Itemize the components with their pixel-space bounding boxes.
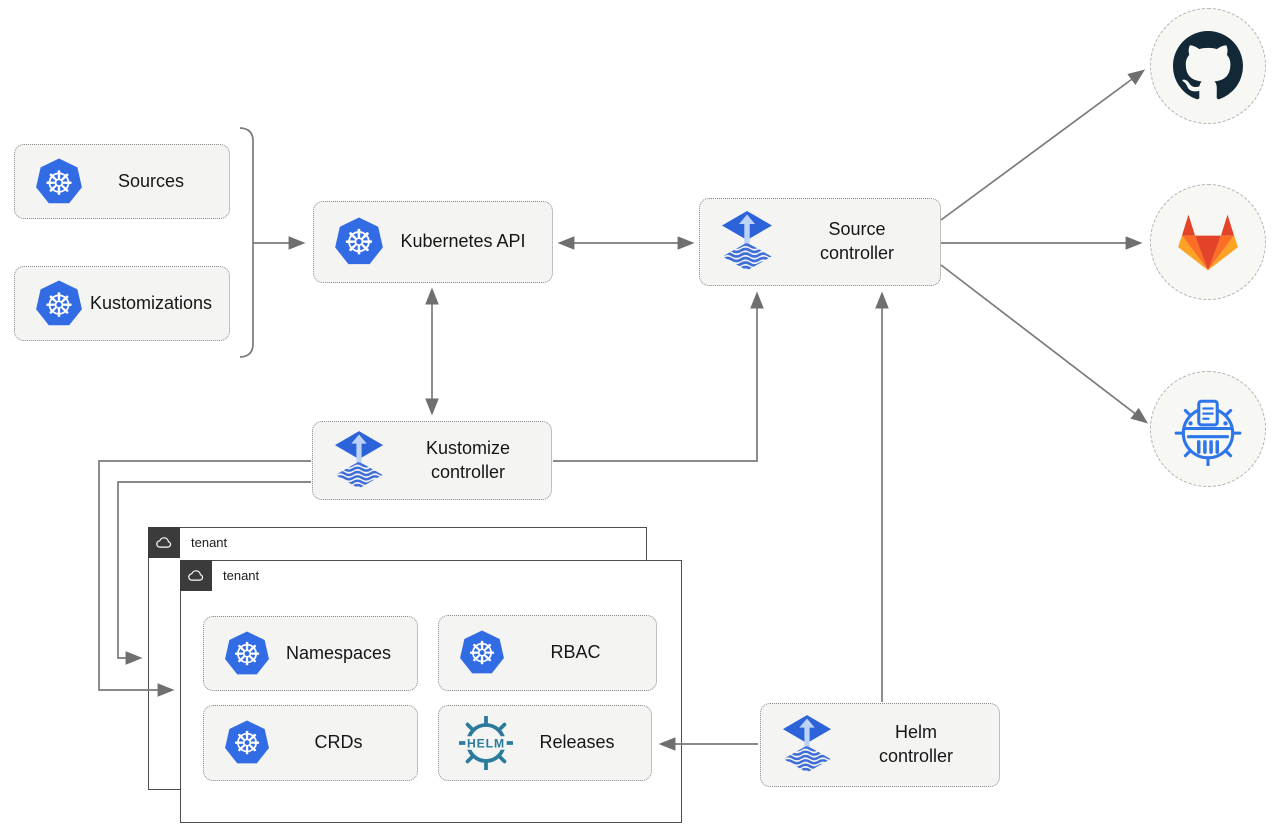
node-kustomizations: Kustomizations bbox=[14, 266, 230, 341]
node-label: Source controller bbox=[819, 219, 895, 263]
node-rbac: RBAC bbox=[438, 615, 657, 691]
node-releases: Releases bbox=[438, 705, 652, 781]
node-label: Sources bbox=[117, 170, 185, 191]
kubernetes-icon bbox=[224, 720, 270, 766]
node-label: Helm controller bbox=[878, 722, 954, 766]
tenant-group-inner: tenant bbox=[180, 560, 682, 823]
tenant-tab bbox=[180, 560, 212, 591]
endpoint-harbor bbox=[1150, 371, 1266, 487]
tenant-tab bbox=[148, 527, 180, 558]
flux-icon bbox=[781, 715, 833, 775]
arrow-source-to-harbor bbox=[940, 264, 1149, 424]
node-label: Kubernetes API bbox=[400, 231, 526, 252]
bracket-sources-group bbox=[239, 127, 254, 358]
node-kubernetes-api: Kubernetes API bbox=[313, 201, 553, 283]
cloud-icon bbox=[155, 536, 174, 549]
node-label: Namespaces bbox=[285, 642, 392, 663]
helm-icon bbox=[459, 716, 513, 770]
node-namespaces: Namespaces bbox=[203, 616, 418, 691]
github-logo-icon bbox=[1173, 31, 1243, 101]
kubernetes-icon bbox=[35, 158, 83, 206]
node-helm-controller: Helm controller bbox=[760, 703, 1000, 787]
arrow-source-to-github bbox=[940, 69, 1146, 221]
tenant-group-label: tenant bbox=[223, 568, 260, 583]
arrow-kustomize-to-source-controller bbox=[553, 291, 764, 462]
kubernetes-icon bbox=[224, 630, 270, 677]
node-label: Kustomizations bbox=[89, 292, 213, 313]
kubernetes-icon bbox=[334, 217, 384, 267]
node-crds: CRDs bbox=[203, 705, 418, 781]
endpoint-gitlab bbox=[1150, 184, 1266, 300]
gitlab-logo-icon bbox=[1175, 211, 1241, 273]
node-label: Kustomize controller bbox=[425, 437, 511, 482]
node-sources: Sources bbox=[14, 144, 230, 219]
node-source-controller: Source controller bbox=[699, 198, 941, 286]
node-label: Releases bbox=[539, 732, 615, 753]
flux-icon bbox=[333, 431, 385, 491]
harbor-logo-icon bbox=[1171, 392, 1245, 466]
endpoint-github bbox=[1150, 8, 1266, 124]
kubernetes-icon bbox=[459, 630, 505, 676]
kubernetes-icon bbox=[35, 280, 83, 328]
node-kustomize-controller: Kustomize controller bbox=[312, 421, 552, 500]
tenant-group-label: tenant bbox=[191, 535, 228, 550]
node-label: CRDs bbox=[314, 732, 363, 753]
node-label: RBAC bbox=[550, 642, 601, 663]
flux-icon bbox=[720, 211, 774, 273]
cloud-icon bbox=[187, 569, 206, 582]
